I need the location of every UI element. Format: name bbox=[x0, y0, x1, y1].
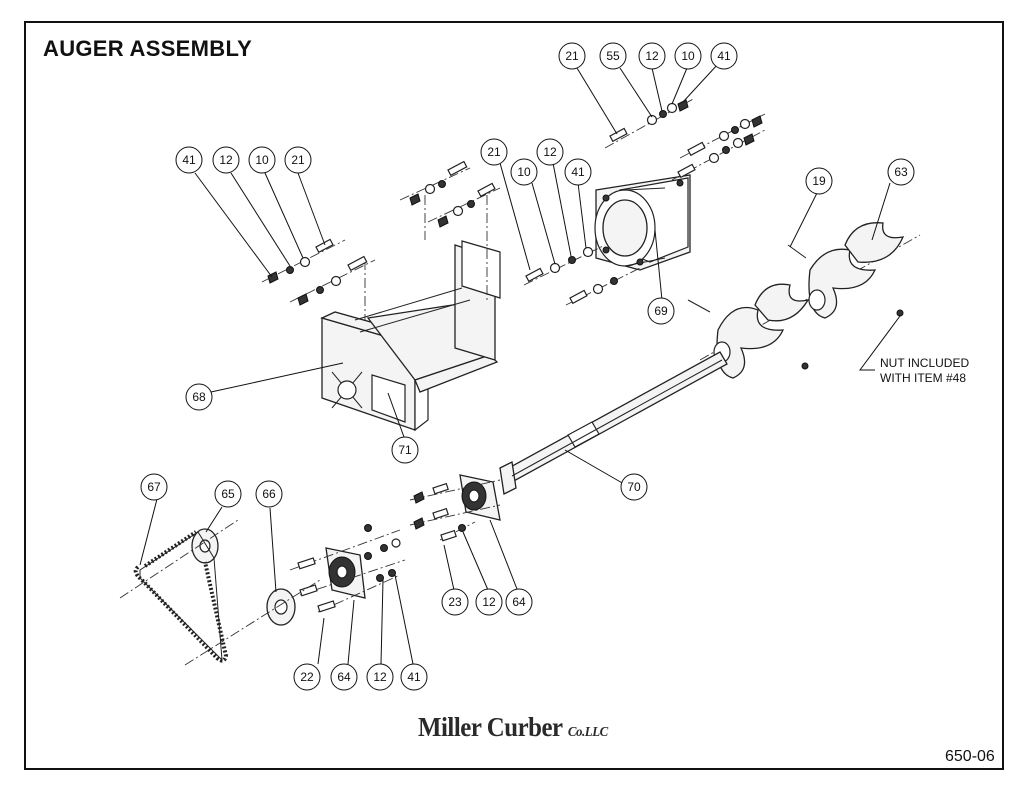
balloon-circle bbox=[475, 588, 503, 616]
balloon-label: 41 bbox=[717, 49, 731, 63]
balloon-circle bbox=[510, 158, 538, 186]
balloon-label: 12 bbox=[543, 145, 557, 159]
balloon-circle bbox=[480, 138, 508, 166]
balloon-label: 12 bbox=[482, 595, 496, 609]
balloon-circle bbox=[647, 297, 675, 325]
bearing-right bbox=[409, 474, 501, 542]
balloon-circle bbox=[710, 42, 738, 70]
balloon-label: 41 bbox=[182, 153, 196, 167]
bearing-left bbox=[289, 524, 406, 613]
auger-flighting bbox=[687, 222, 921, 379]
drawing-title: AUGER ASSEMBLY bbox=[43, 36, 253, 61]
auger-shaft bbox=[499, 351, 728, 495]
balloon-circle bbox=[400, 663, 428, 691]
drawing-number: 650-06 bbox=[945, 748, 995, 765]
auger-housing bbox=[320, 195, 501, 432]
balloon-circle bbox=[330, 663, 358, 691]
balloon-circle bbox=[805, 167, 833, 195]
balloon-label: 68 bbox=[192, 390, 206, 404]
balloon-label: 12 bbox=[373, 670, 387, 684]
note-line-2: WITH ITEM #48 bbox=[880, 371, 967, 385]
balloon-label: 10 bbox=[681, 49, 695, 63]
balloon-label: 21 bbox=[565, 49, 579, 63]
balloon-label: 63 bbox=[894, 165, 908, 179]
balloon-label: 71 bbox=[398, 443, 412, 457]
balloon-label: 23 bbox=[448, 595, 462, 609]
note-line-1: NUT INCLUDED bbox=[880, 356, 970, 370]
balloon-circle bbox=[441, 588, 469, 616]
balloon-label: 64 bbox=[337, 670, 351, 684]
balloon-label: 21 bbox=[487, 145, 501, 159]
balloon-label: 65 bbox=[221, 487, 235, 501]
balloon-label: 22 bbox=[300, 670, 314, 684]
flange-hardware bbox=[523, 97, 766, 306]
item-balloons: 41 12 10 21 21 55 12 10 41 21 10 12 41 19 63 68 69 71 70 67… bbox=[140, 42, 915, 691]
balloon-circle bbox=[175, 146, 203, 174]
balloon-circle bbox=[140, 473, 168, 501]
balloon-label: 12 bbox=[219, 153, 233, 167]
balloon-circle bbox=[391, 436, 419, 464]
balloon-circle bbox=[887, 158, 915, 186]
leader-lines bbox=[139, 63, 901, 665]
balloon-label: 66 bbox=[262, 487, 276, 501]
balloon-circle bbox=[505, 588, 533, 616]
balloon-circle bbox=[564, 158, 592, 186]
balloon-circle bbox=[599, 42, 627, 70]
balloon-circle bbox=[293, 663, 321, 691]
logo-main-text: Miller Curber bbox=[418, 712, 563, 742]
balloon-label: 10 bbox=[517, 165, 531, 179]
balloon-label: 10 bbox=[255, 153, 269, 167]
balloon-circle bbox=[620, 473, 648, 501]
balloon-circle bbox=[255, 480, 283, 508]
balloon-label: 67 bbox=[147, 480, 161, 494]
center-housing-hardware bbox=[399, 160, 501, 228]
balloon-circle bbox=[284, 146, 312, 174]
balloon-label: 12 bbox=[645, 49, 659, 63]
logo-suffix-text: Co.LLC bbox=[567, 725, 608, 740]
balloon-label: 70 bbox=[627, 480, 641, 494]
balloon-label: 19 bbox=[812, 174, 826, 188]
balloon-label: 41 bbox=[407, 670, 421, 684]
balloon-label: 55 bbox=[606, 49, 620, 63]
flange-plate bbox=[594, 174, 691, 271]
balloon-circle bbox=[536, 138, 564, 166]
balloon-label: 69 bbox=[654, 304, 668, 318]
drive-sprockets-and-chain bbox=[119, 519, 321, 666]
balloon-circle bbox=[214, 480, 242, 508]
balloon-label: 21 bbox=[291, 153, 305, 167]
balloon-label: 41 bbox=[571, 165, 585, 179]
balloon-circle bbox=[674, 42, 702, 70]
balloon-circle bbox=[185, 383, 213, 411]
note-text: NUT INCLUDED WITH ITEM #48 bbox=[880, 356, 969, 386]
balloon-circle bbox=[366, 663, 394, 691]
balloon-label: 64 bbox=[512, 595, 526, 609]
balloon-circle bbox=[638, 42, 666, 70]
balloon-circle bbox=[558, 42, 586, 70]
balloon-circle bbox=[248, 146, 276, 174]
balloon-circle bbox=[212, 146, 240, 174]
left-housing-hardware bbox=[261, 238, 376, 306]
company-logo: Miller Curber Co.LLC bbox=[418, 712, 608, 743]
